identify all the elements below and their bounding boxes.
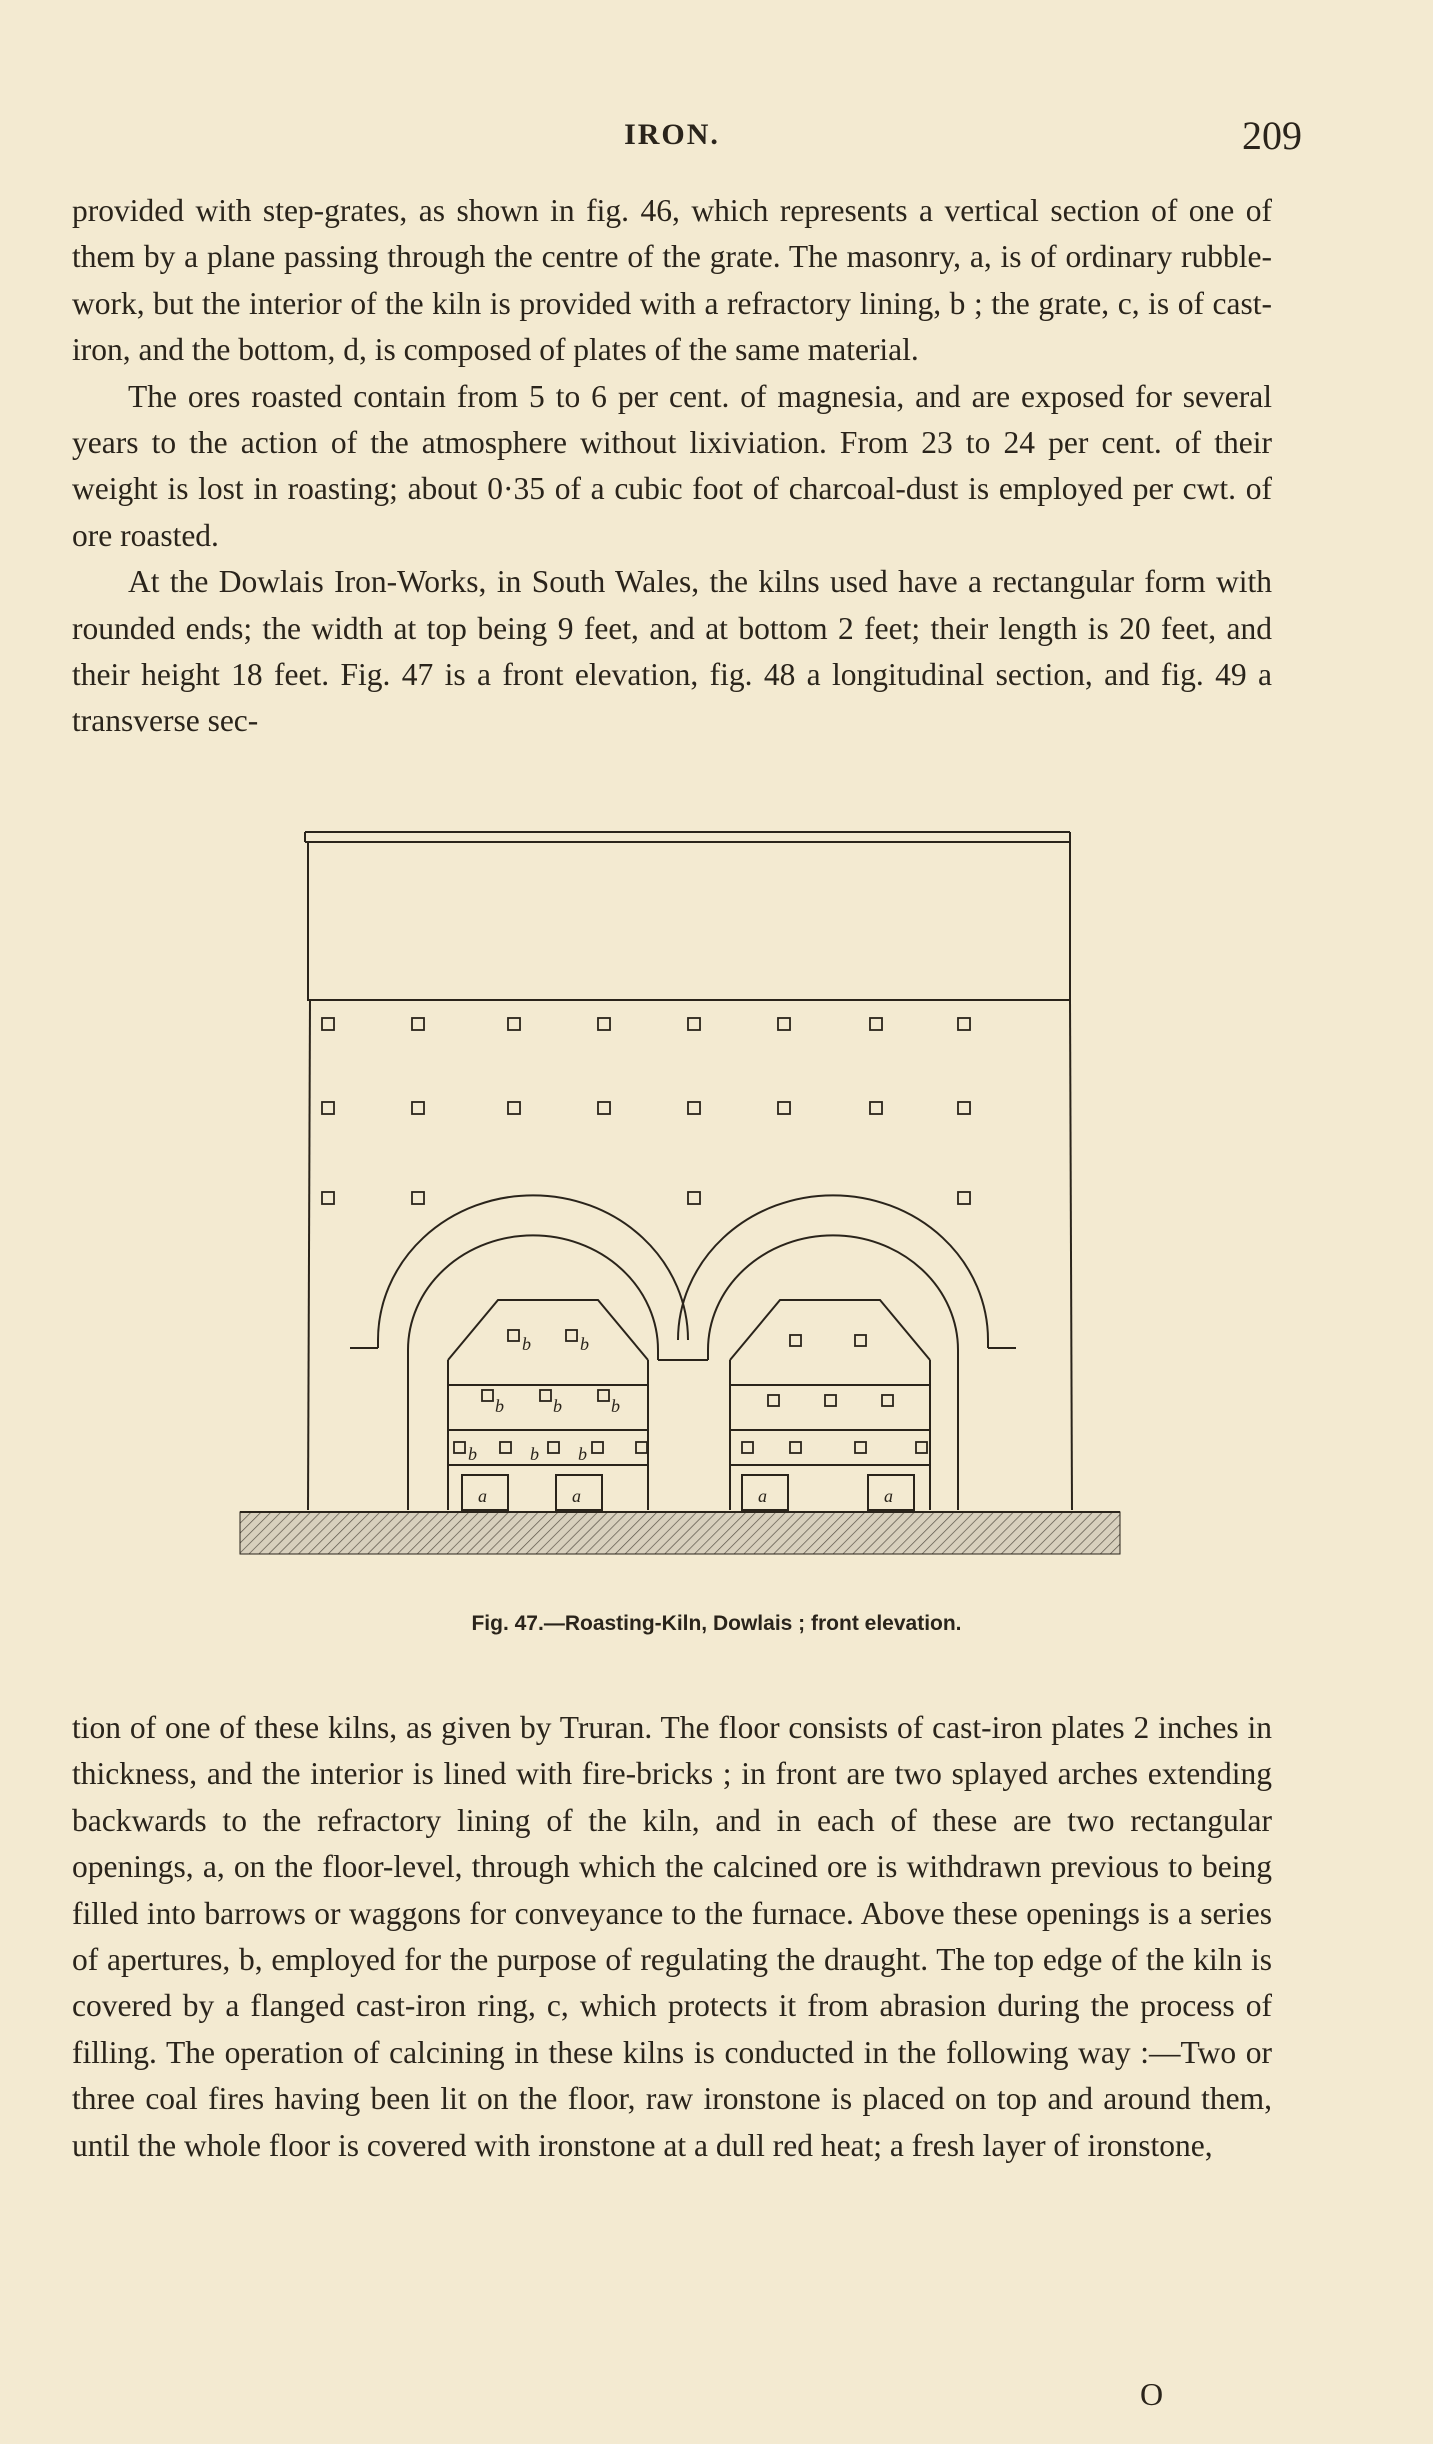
kiln-drawing: b b b b b b b b a a a a (239, 831, 1121, 1555)
label-b: b (468, 1444, 477, 1464)
label-b: b (553, 1396, 562, 1416)
paragraph: tion of one of these kilns, as given by … (72, 1710, 1272, 2163)
label-b: b (611, 1396, 620, 1416)
signature-mark: O (1140, 2376, 1164, 2412)
label-b: b (530, 1444, 539, 1464)
page-number: 209 (1242, 113, 1302, 158)
label-a: a (478, 1486, 487, 1506)
paragraph: The ores roasted contain from 5 to 6 per… (72, 378, 1272, 553)
paragraph: provided with step-grates, as shown in f… (72, 193, 1272, 368)
label-b: b (522, 1334, 531, 1354)
label-b: b (580, 1334, 589, 1354)
label-b: b (495, 1396, 504, 1416)
running-head: IRON. (624, 118, 720, 151)
label-a: a (758, 1486, 767, 1506)
label-a: a (884, 1486, 893, 1506)
label-b: b (578, 1444, 587, 1464)
text-block-top: provided with step-grates, as shown in f… (72, 188, 1272, 745)
page-header: IRON. 209 (72, 112, 1302, 162)
paragraph: At the Dowlais Iron-Works, in South Wale… (72, 564, 1272, 739)
text-block-bottom: tion of one of these kilns, as given by … (72, 1705, 1272, 2169)
label-a: a (572, 1486, 581, 1506)
kiln-figure: b b b b b b b b a a a a (230, 820, 1130, 1600)
figure-caption: Fig. 47.—Roasting-Kiln, Dowlais ; front … (471, 1612, 962, 1635)
